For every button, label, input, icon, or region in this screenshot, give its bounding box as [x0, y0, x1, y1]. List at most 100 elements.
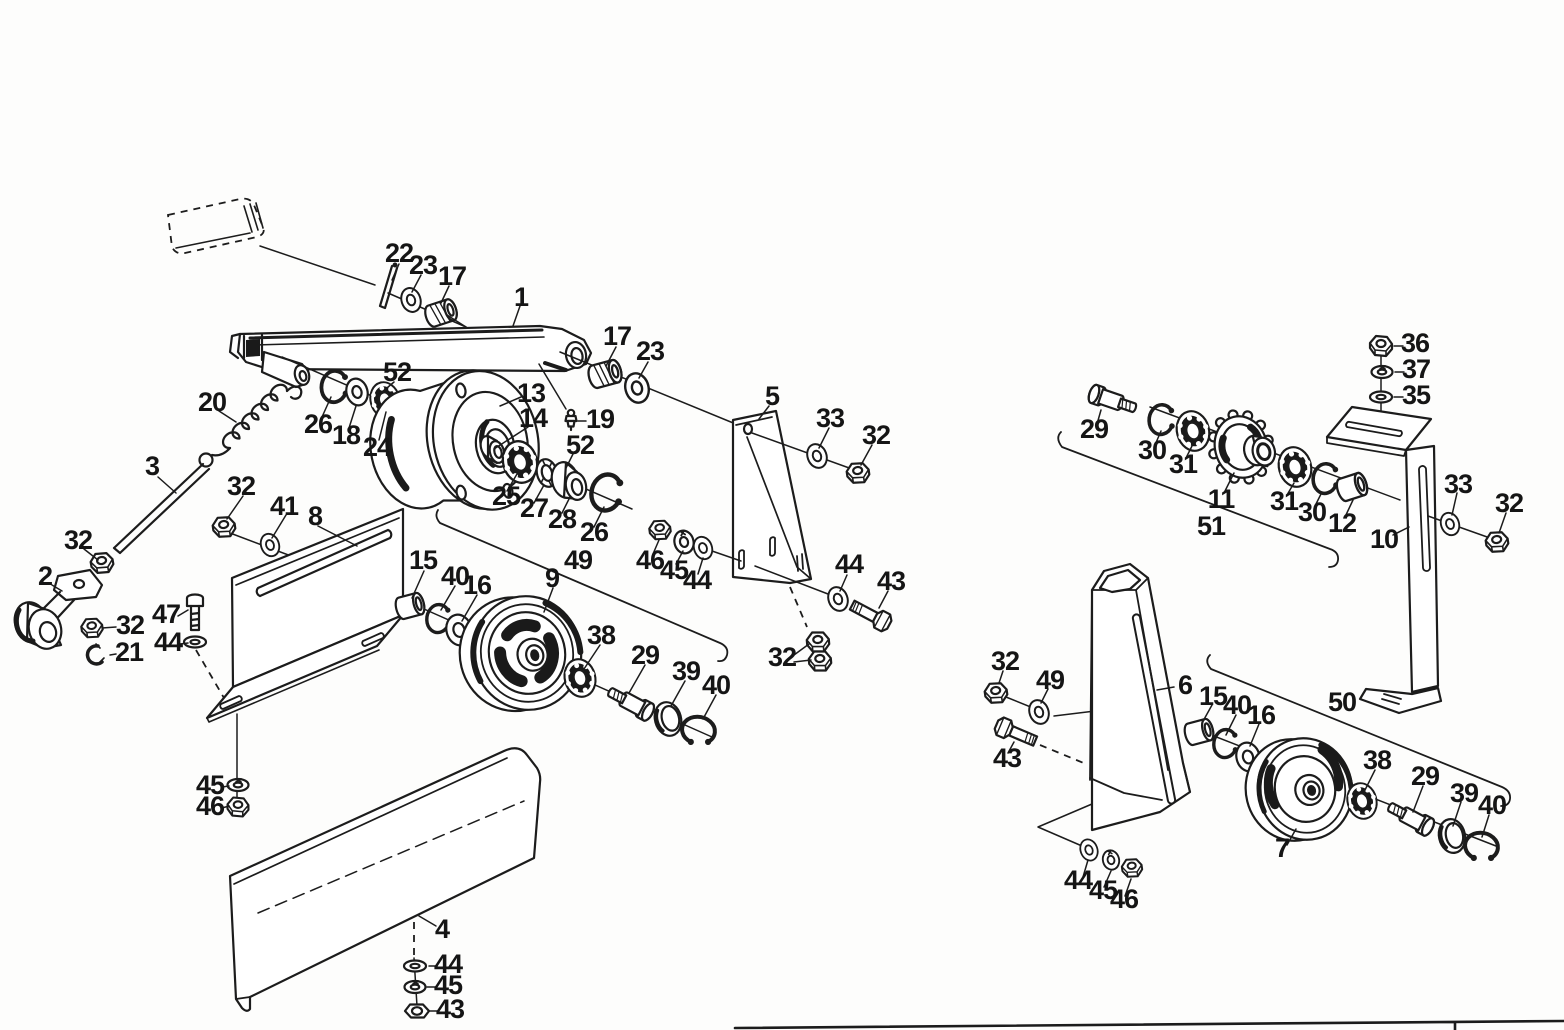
part-label: 25 [492, 481, 521, 511]
part-1-arm [228, 324, 593, 389]
part-label: 21 [115, 637, 144, 667]
bracket-8-set [205, 507, 405, 818]
part-8-bracket [205, 507, 405, 723]
part-label: 50 [1328, 687, 1356, 717]
part-33-washer [1436, 509, 1464, 539]
part-label: 27 [520, 493, 548, 523]
part-32-nut [88, 550, 116, 576]
part-label: 45 [1089, 875, 1118, 905]
part-label: 49 [1036, 665, 1065, 695]
part-32-nut [805, 629, 831, 655]
pulley-9-set [392, 509, 729, 751]
part-label: 1 [514, 282, 529, 312]
part-label: 13 [517, 378, 546, 408]
part-37-lockwasher [1370, 364, 1394, 380]
part-label: 38 [1363, 745, 1392, 775]
part-label: 20 [198, 387, 226, 417]
part-label: 14 [519, 403, 548, 433]
part-3-rod [112, 452, 214, 555]
part-13-hub [369, 369, 540, 511]
part-label: 39 [1450, 778, 1479, 808]
part-7-pulley [1244, 737, 1354, 842]
bolt-47-set [182, 593, 225, 699]
guard-4-set [228, 747, 542, 1019]
part-19-grease-fitting [564, 408, 578, 432]
part-label: 45 [660, 555, 689, 585]
part-label: 30 [1138, 435, 1166, 465]
part-label: 16 [1247, 700, 1276, 730]
part-label: 4 [435, 914, 450, 944]
part-label: 32 [991, 646, 1019, 676]
part-32-nut [1483, 529, 1511, 555]
part-label: 32 [116, 610, 144, 640]
part-32-nut [210, 514, 238, 540]
part-label: 39 [672, 656, 701, 686]
arm-right-end-set [559, 351, 744, 428]
part-label: 9 [545, 563, 560, 593]
part-label: 49 [564, 545, 593, 575]
part-label: 15 [1199, 681, 1228, 711]
part-23-washer [620, 369, 654, 407]
leader-lines [51, 263, 1507, 1012]
part-label: 46 [1110, 884, 1139, 914]
part-32-nut [807, 648, 833, 674]
part-46-nut [226, 796, 250, 818]
part-6-bracket [1089, 562, 1192, 832]
part-label: 17 [438, 261, 466, 291]
bracket-5-set [647, 409, 895, 674]
part-44-washer [182, 635, 208, 649]
part-21-clip [85, 643, 105, 666]
part-label: 32 [64, 525, 92, 555]
part-32-nut [982, 680, 1010, 706]
part-43-bolt [846, 595, 895, 635]
part-23-washer [397, 284, 425, 316]
part-label: 44 [683, 565, 712, 595]
bracket-10-set [1325, 334, 1443, 715]
part-label: 24 [363, 432, 392, 462]
part-label: 47 [152, 599, 180, 629]
part-17-bushing [585, 357, 625, 391]
part-40-circlip [1460, 828, 1503, 867]
part-label: 52 [566, 430, 594, 460]
part-45-lockwasher [1099, 847, 1123, 873]
part-2-lever [13, 568, 104, 650]
part-32-nut [844, 460, 872, 486]
title-block-edge [733, 1019, 1564, 1030]
part-45-lockwasher [670, 527, 698, 557]
part-39-cup-washer [1433, 814, 1471, 858]
bracket-6-pulley-7-set [982, 562, 1511, 880]
part-label: 43 [993, 743, 1022, 773]
part-label: 30 [1298, 497, 1326, 527]
part-43-nut [403, 1003, 431, 1019]
part-36-nut [1368, 334, 1394, 358]
part-label: 35 [1402, 380, 1431, 410]
part-30-circlip [1309, 460, 1343, 497]
part-22-pin [378, 262, 399, 310]
part-41-washer [256, 530, 284, 560]
part-label: 40 [441, 561, 469, 591]
part-label: 17 [603, 321, 631, 351]
part-label: 33 [816, 403, 845, 433]
part-46-nut [1119, 856, 1145, 880]
part-47-bolt [185, 593, 205, 632]
part-label: 32 [1495, 488, 1523, 518]
part-45-lockwasher [226, 777, 250, 793]
part-label: 44 [1064, 865, 1093, 895]
part-label: 11 [1208, 484, 1236, 514]
part-31-bearing [1171, 406, 1215, 456]
part-18-washer [342, 375, 372, 409]
part-label: 45 [196, 770, 225, 800]
part-label: 26 [304, 409, 333, 439]
part-label: 37 [1402, 354, 1430, 384]
part-label: 15 [409, 545, 438, 575]
part-4-guard [228, 747, 542, 1012]
part-label: 31 [1270, 486, 1299, 516]
part-35-washer [1368, 390, 1394, 404]
part-33-washer [802, 440, 832, 472]
part-label: 6 [1178, 670, 1193, 700]
part-30-circlip [1145, 401, 1179, 438]
part-label: 32 [227, 471, 255, 501]
